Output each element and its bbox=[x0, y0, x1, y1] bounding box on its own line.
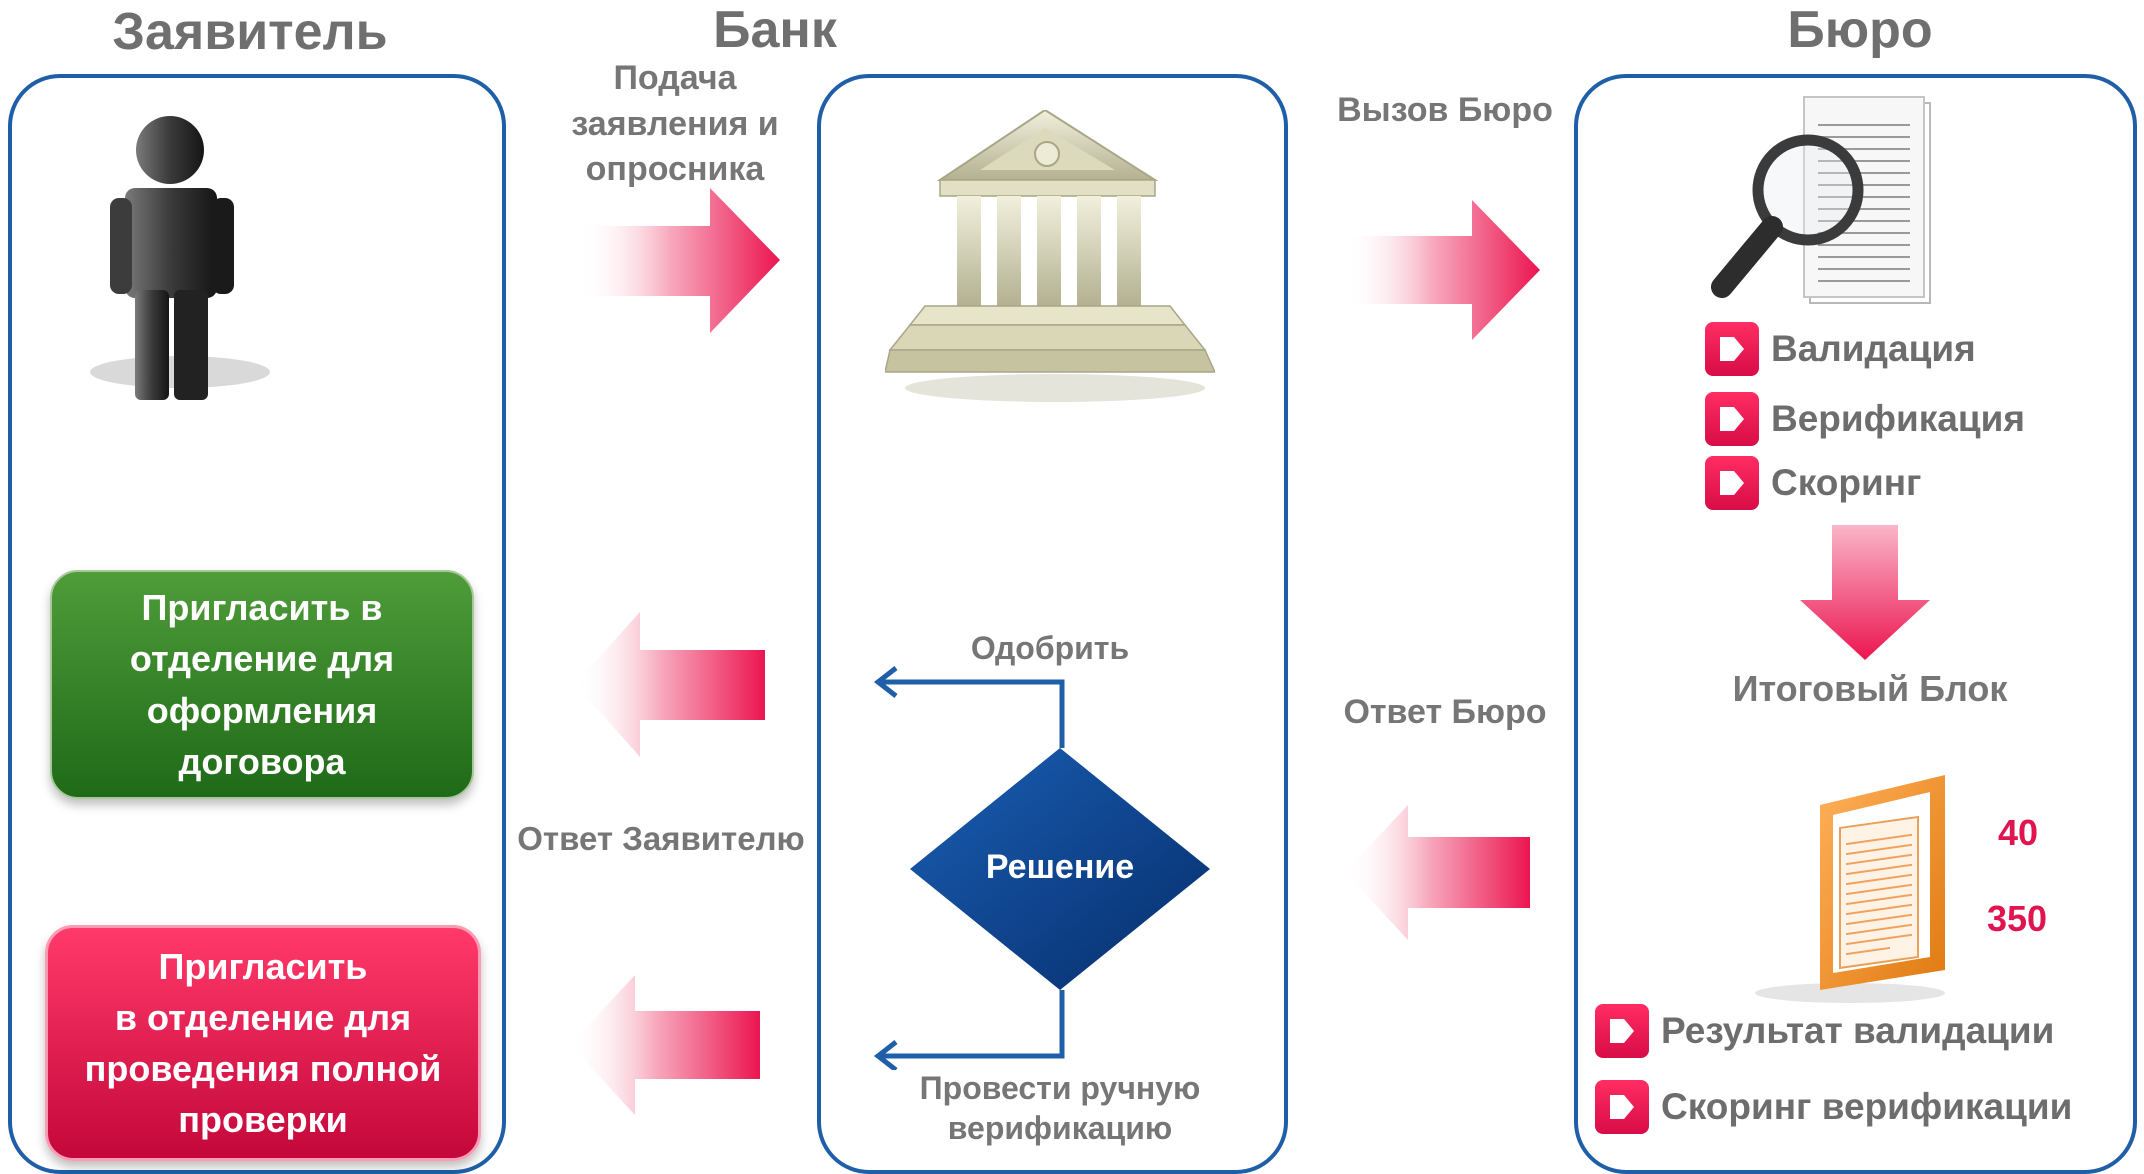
approve-label: Одобрить bbox=[970, 630, 1130, 666]
applicant-column-title: Заявитель bbox=[112, 3, 388, 61]
submit-arrow-icon bbox=[580, 188, 780, 333]
framed-document-icon bbox=[1755, 775, 1945, 1003]
score-value-1: 40 bbox=[1998, 812, 2039, 853]
final-block-label: Итоговый Блок bbox=[1732, 668, 2008, 709]
invite-contract-label: Пригласить в отделение для оформления до… bbox=[129, 587, 395, 782]
decision-label: Решение bbox=[985, 848, 1135, 886]
bureau-result-validation: Результат валидации bbox=[1595, 1004, 2054, 1058]
result-label: Скоринг верификации bbox=[1661, 1086, 2073, 1127]
bank-building-icon bbox=[885, 110, 1215, 402]
invite-contract-box[interactable]: Пригласить в отделение для оформления до… bbox=[50, 570, 474, 799]
score-value-2: 350 bbox=[1987, 898, 2048, 939]
bureau-check-scoring: Скоринг bbox=[1705, 456, 1921, 510]
manual-check-response-arrow-icon bbox=[570, 975, 760, 1115]
bureau-response-arrow-icon bbox=[1345, 805, 1530, 940]
bureau-result-scoring: Скоринг верификации bbox=[1595, 1080, 2072, 1134]
submit-application-label: Подача заявления и опросника bbox=[571, 59, 779, 189]
arrow-bullet-icon bbox=[1705, 322, 1759, 376]
decision-flow-lines bbox=[873, 666, 1065, 1070]
arrow-bullet-icon bbox=[1705, 456, 1759, 510]
bank-column-title: Банк bbox=[713, 1, 837, 59]
person-icon bbox=[90, 116, 270, 400]
result-label: Результат валидации bbox=[1661, 1010, 2055, 1051]
arrow-bullet-icon bbox=[1595, 1004, 1649, 1058]
bureau-column-title: Бюро bbox=[1787, 1, 1933, 59]
applicant-response-label: Ответ Заявителю bbox=[517, 820, 805, 857]
magnifier-document-icon bbox=[1711, 96, 1931, 304]
decision-label-wrap: Решение bbox=[910, 848, 1210, 887]
manual-verification-label: Провести ручную верификацию bbox=[919, 1070, 1201, 1146]
bureau-check-verification: Верификация bbox=[1705, 392, 2025, 446]
arrow-bullet-icon bbox=[1595, 1080, 1649, 1134]
check-label: Скоринг bbox=[1771, 462, 1922, 503]
call-bureau-label: Вызов Бюро bbox=[1337, 91, 1553, 129]
invite-full-check-label: Пригласить в отделение для проведения по… bbox=[84, 945, 442, 1141]
bureau-response-label: Ответ Бюро bbox=[1343, 693, 1547, 731]
call-bureau-arrow-icon bbox=[1345, 200, 1540, 340]
approve-response-arrow-icon bbox=[575, 612, 765, 757]
check-label: Верификация bbox=[1771, 398, 2025, 439]
invite-full-check-box[interactable]: Пригласить в отделение для проведения по… bbox=[45, 925, 481, 1161]
check-label: Валидация bbox=[1771, 328, 1976, 369]
arrow-bullet-icon bbox=[1705, 392, 1759, 446]
bureau-check-validation: Валидация bbox=[1705, 322, 1976, 376]
down-arrow-icon bbox=[1800, 525, 1930, 660]
decision-diamond[interactable] bbox=[910, 748, 1210, 990]
